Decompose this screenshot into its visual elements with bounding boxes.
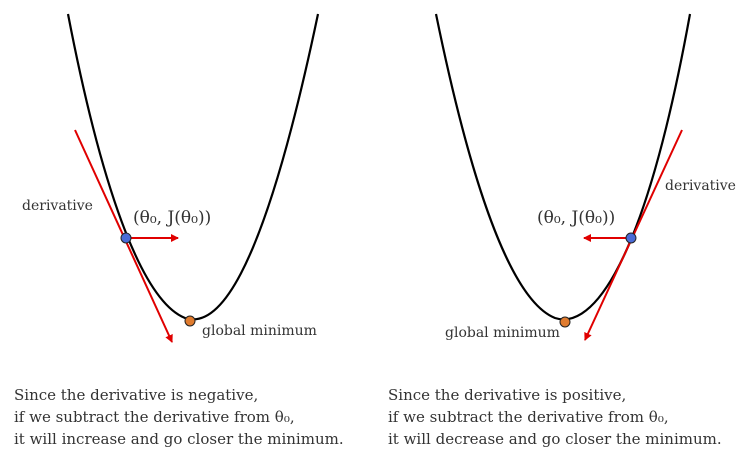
caption-right-line-1: Since the derivative is positive, <box>388 386 627 404</box>
minimum-label-right: global minimum <box>445 325 560 341</box>
diagram-canvas: derivative (θ₀, J(θ₀)) global minimum de… <box>22 13 736 343</box>
minimum-point-right <box>559 316 571 328</box>
current-point-left <box>120 232 132 244</box>
caption-right: Since the derivative is positive, if we … <box>388 384 722 450</box>
left-panel: derivative (θ₀, J(θ₀)) global minimum <box>22 13 320 343</box>
caption-left-line-2: if we subtract the derivative from θ₀, <box>14 408 295 426</box>
caption-left-line-1: Since the derivative is negative, <box>14 386 259 404</box>
cost-curve-left <box>66 13 320 321</box>
point-label-left: (θ₀, J(θ₀)) <box>133 208 211 228</box>
caption-left-line-3: it will increase and go closer the minim… <box>14 430 344 448</box>
caption-right-line-2: if we subtract the derivative from θ₀, <box>388 408 669 426</box>
point-label-right: (θ₀, J(θ₀)) <box>537 208 615 228</box>
minimum-point-left <box>184 315 196 327</box>
minimum-label-left: global minimum <box>202 323 317 339</box>
right-panel: derivative (θ₀, J(θ₀)) global minimum <box>434 13 736 341</box>
caption-left: Since the derivative is negative, if we … <box>14 384 344 450</box>
caption-right-line-3: it will decrease and go closer the minim… <box>388 430 722 448</box>
current-point-right <box>625 232 637 244</box>
derivative-label-left: derivative <box>22 198 93 214</box>
cost-curve-right <box>434 13 692 321</box>
derivative-label-right: derivative <box>665 178 736 194</box>
